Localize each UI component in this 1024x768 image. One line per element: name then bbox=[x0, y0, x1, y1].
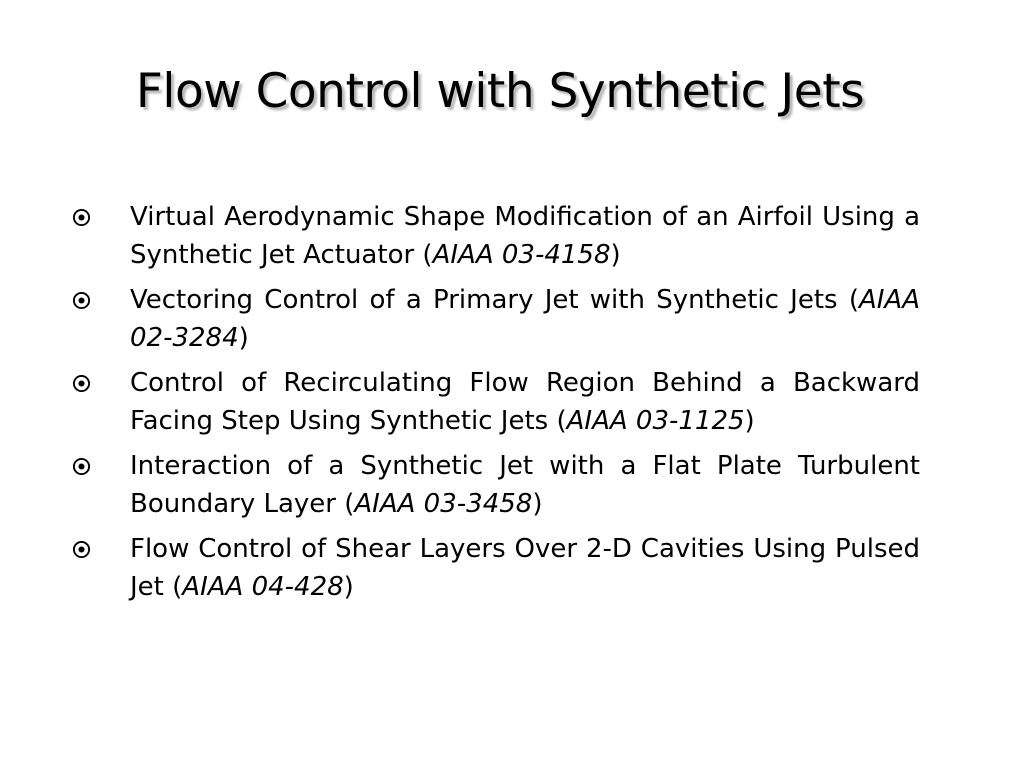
bullet-text: Flow Control of Shear Layers Over 2-D Ca… bbox=[130, 534, 920, 602]
circled-dot-bullet-icon bbox=[72, 291, 91, 310]
circled-dot-bullet-icon bbox=[72, 540, 91, 559]
list-item: Control of Recirculating Flow Region Beh… bbox=[66, 364, 920, 440]
citation-ref: AIAA 03-4158 bbox=[432, 240, 611, 270]
citation-ref: AIAA 03-3458 bbox=[354, 489, 533, 519]
list-item: Interaction of a Synthetic Jet with a Fl… bbox=[66, 447, 920, 523]
bullet-close: ) bbox=[532, 489, 543, 519]
citation-ref: AIAA 03-1125 bbox=[566, 406, 745, 436]
circled-dot-bullet-icon bbox=[72, 208, 91, 227]
bullet-close: ) bbox=[744, 406, 755, 436]
list-item: Flow Control of Shear Layers Over 2-D Ca… bbox=[66, 530, 920, 606]
bullet-close: ) bbox=[610, 240, 621, 270]
bullet-list: Virtual Aerodynamic Shape Modification o… bbox=[66, 198, 920, 613]
citation-ref: AIAA 02-3284 bbox=[130, 285, 920, 353]
circled-dot-bullet-icon bbox=[72, 374, 91, 393]
list-item: Vectoring Control of a Primary Jet with … bbox=[66, 281, 920, 357]
bullet-close: ) bbox=[343, 572, 354, 602]
bullet-text: Interaction of a Synthetic Jet with a Fl… bbox=[130, 451, 920, 519]
slide-title: Flow Control with Synthetic Jets bbox=[135, 64, 865, 119]
list-item: Virtual Aerodynamic Shape Modification o… bbox=[66, 198, 920, 274]
bullet-text: Vectoring Control of a Primary Jet with … bbox=[130, 285, 859, 315]
circled-dot-bullet-icon bbox=[72, 457, 91, 476]
bullet-close: ) bbox=[238, 323, 249, 353]
bullet-text: Virtual Aerodynamic Shape Modification o… bbox=[130, 202, 920, 270]
bullet-text: Control of Recirculating Flow Region Beh… bbox=[130, 368, 920, 436]
citation-ref: AIAA 04-428 bbox=[182, 572, 344, 602]
